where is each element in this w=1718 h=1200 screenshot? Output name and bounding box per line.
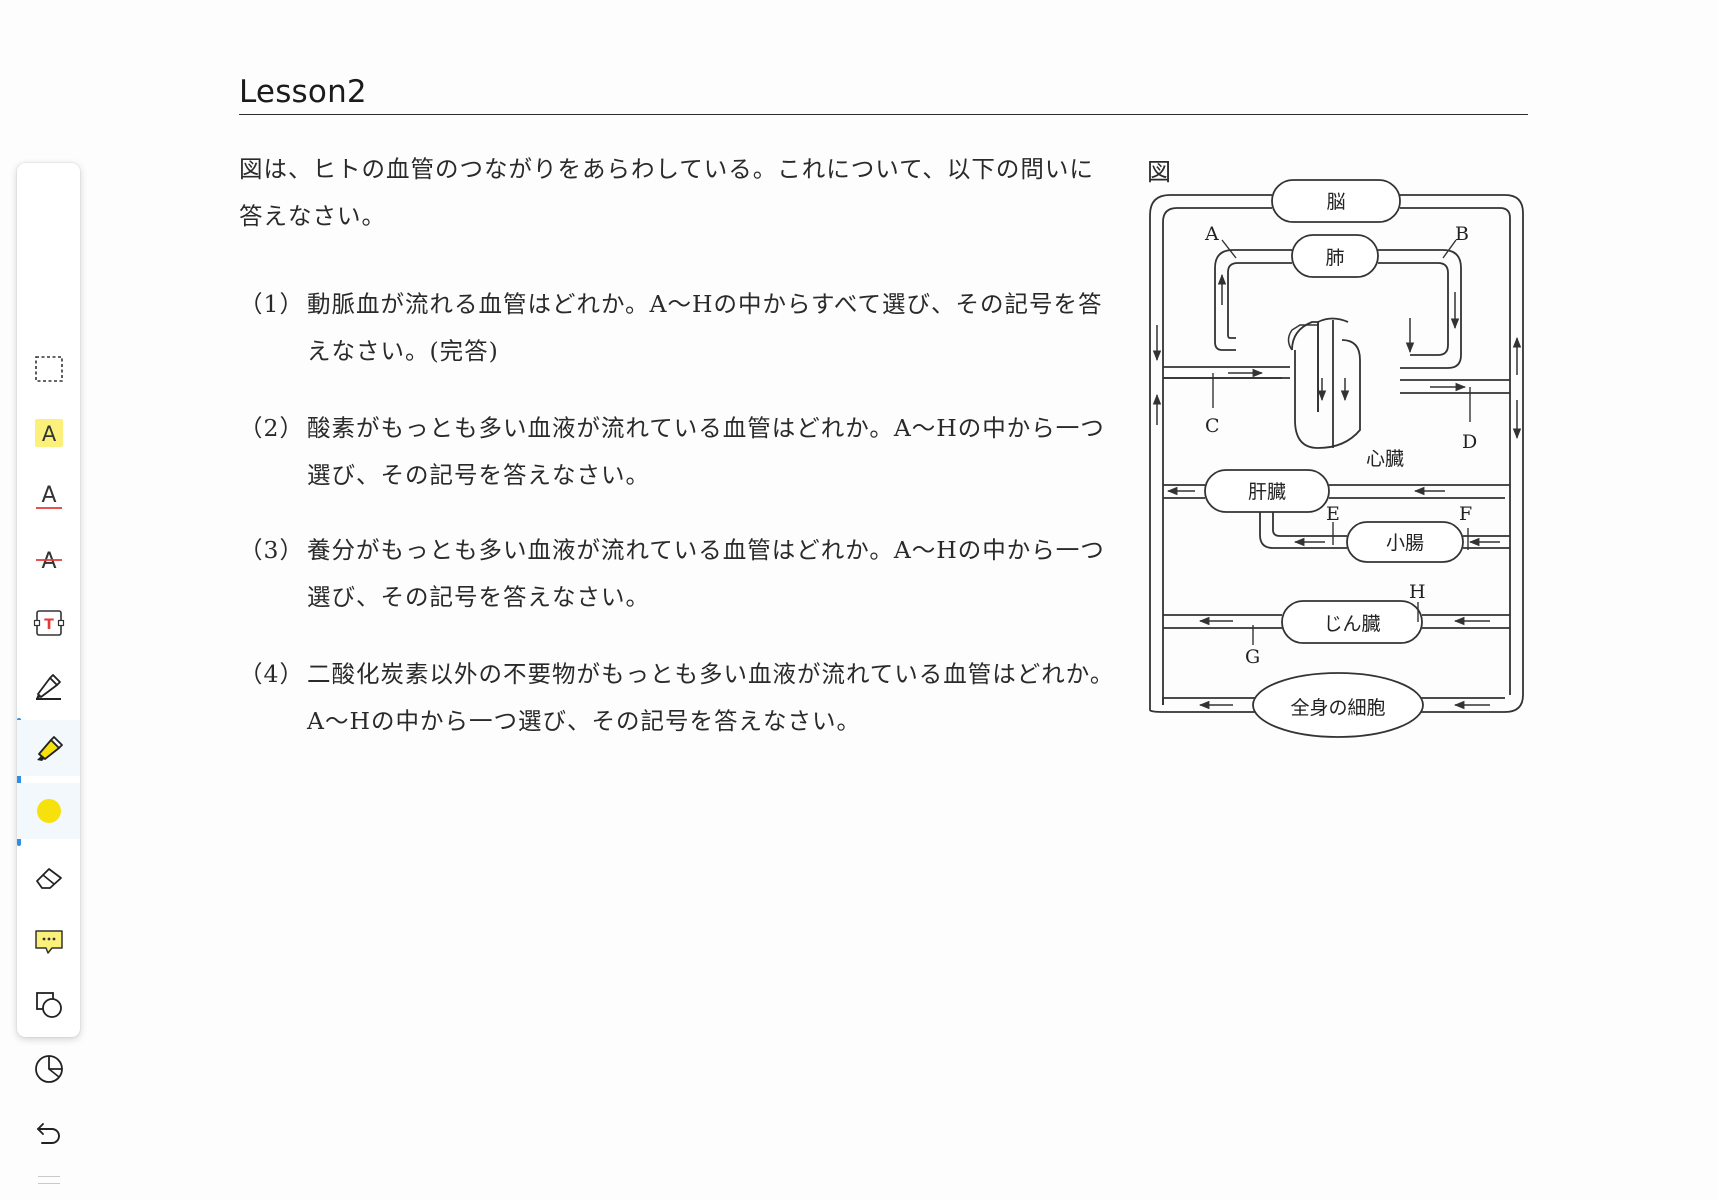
body-cells-label: 全身の細胞 <box>1290 697 1385 719</box>
highlighted-a-icon: A <box>34 419 63 447</box>
kidney-label: じん臓 <box>1323 613 1380 635</box>
text-underline-tool[interactable]: A <box>17 468 80 524</box>
heart-label: 心臓 <box>1366 448 1404 470</box>
toolbar-drag-handle[interactable] <box>38 1176 60 1184</box>
brain-label: 脳 <box>1326 191 1345 213</box>
annotation-toolbar: A A A T <box>17 163 80 1184</box>
text-box-tool[interactable]: T <box>17 595 80 651</box>
underlined-a-icon: A <box>35 483 62 509</box>
heart-connections <box>1163 377 1510 394</box>
question-text: 二酸化炭素以外の不要物がもっとも多い血液が流れている血管はどれか。A〜Hの中から… <box>307 660 1115 735</box>
vessel-label-c: C <box>1205 415 1220 437</box>
question-number: （3） <box>239 536 304 564</box>
comment-icon <box>34 930 63 954</box>
title-divider <box>239 114 1528 115</box>
undo-icon <box>36 1123 60 1144</box>
svg-text:T: T <box>44 617 54 633</box>
vessel-label-b: B <box>1455 223 1469 245</box>
dashed-rectangle-icon <box>34 356 63 382</box>
pen-tool[interactable] <box>17 658 80 714</box>
body-cells-section <box>1149 672 1505 738</box>
sticker-tool[interactable] <box>17 1041 80 1097</box>
vessel-label-a: A <box>1204 223 1219 245</box>
text-strikethrough-tool[interactable]: A <box>17 531 80 587</box>
eraser-tool[interactable] <box>17 849 80 905</box>
shape-tool[interactable] <box>17 977 80 1033</box>
vessel-label-g: G <box>1245 646 1260 668</box>
vessel-label-d: D <box>1462 431 1477 453</box>
small-intestine-section <box>1259 512 1510 563</box>
lungs-label: 肺 <box>1325 247 1344 269</box>
question-text: 養分がもっとも多い血液が流れている血管はどれか。A〜Hの中から一つ選び、その記号… <box>307 536 1105 611</box>
flow-arrows <box>1152 273 1522 710</box>
question-number: （4） <box>239 660 304 688</box>
pulmonary-vessels <box>1214 234 1462 369</box>
active-tool-indicator <box>17 718 21 846</box>
question-number: （1） <box>239 290 304 318</box>
heart-organ <box>1287 317 1361 449</box>
kidney-section <box>1163 600 1510 644</box>
pen-icon <box>35 674 61 700</box>
outer-vessel-frame <box>1149 194 1524 713</box>
text-box-icon: T <box>33 610 64 636</box>
select-rect-tool[interactable] <box>17 341 80 397</box>
question-number: （2） <box>239 414 304 442</box>
vessel-label-h: H <box>1409 581 1426 603</box>
comment-tool[interactable] <box>17 914 80 970</box>
sticker-icon <box>34 1055 63 1083</box>
svg-text:A: A <box>41 422 56 446</box>
svg-text:A: A <box>41 483 56 508</box>
color-dot-icon <box>36 799 61 823</box>
small-intestine-label: 小腸 <box>1386 532 1424 554</box>
text-highlight-tool[interactable]: A <box>17 405 80 461</box>
question-text: 動脈血が流れる血管はどれか。A〜Hの中からすべて選び、その記号を答えなさい。(完… <box>307 290 1103 365</box>
undo-tool[interactable] <box>17 1104 80 1160</box>
svg-text:A: A <box>41 549 56 574</box>
lesson-title: Lesson2 <box>239 74 367 110</box>
highlighter-icon <box>36 736 63 761</box>
eraser-icon <box>35 868 62 889</box>
figure-label: 図 <box>1147 158 1171 186</box>
brain-organ <box>1271 179 1401 223</box>
color-picker[interactable] <box>17 783 80 839</box>
vessel-label-e: E <box>1326 503 1340 525</box>
vessel-label-f: F <box>1459 503 1472 525</box>
liver-section <box>1163 469 1510 513</box>
shapes-icon <box>35 992 62 1018</box>
liver-label: 肝臓 <box>1248 481 1286 503</box>
vessel-markers <box>1212 239 1471 645</box>
strikethrough-a-icon: A <box>35 549 62 574</box>
intro-text: 図は、ヒトの血管のつながりをあらわしている。これについて、以下の問いに答えなさい… <box>239 155 1094 230</box>
highlighter-tool[interactable] <box>17 720 80 776</box>
question-text: 酸素がもっとも多い血液が流れている血管はどれか。A〜Hの中から一つ選び、その記号… <box>307 414 1105 489</box>
